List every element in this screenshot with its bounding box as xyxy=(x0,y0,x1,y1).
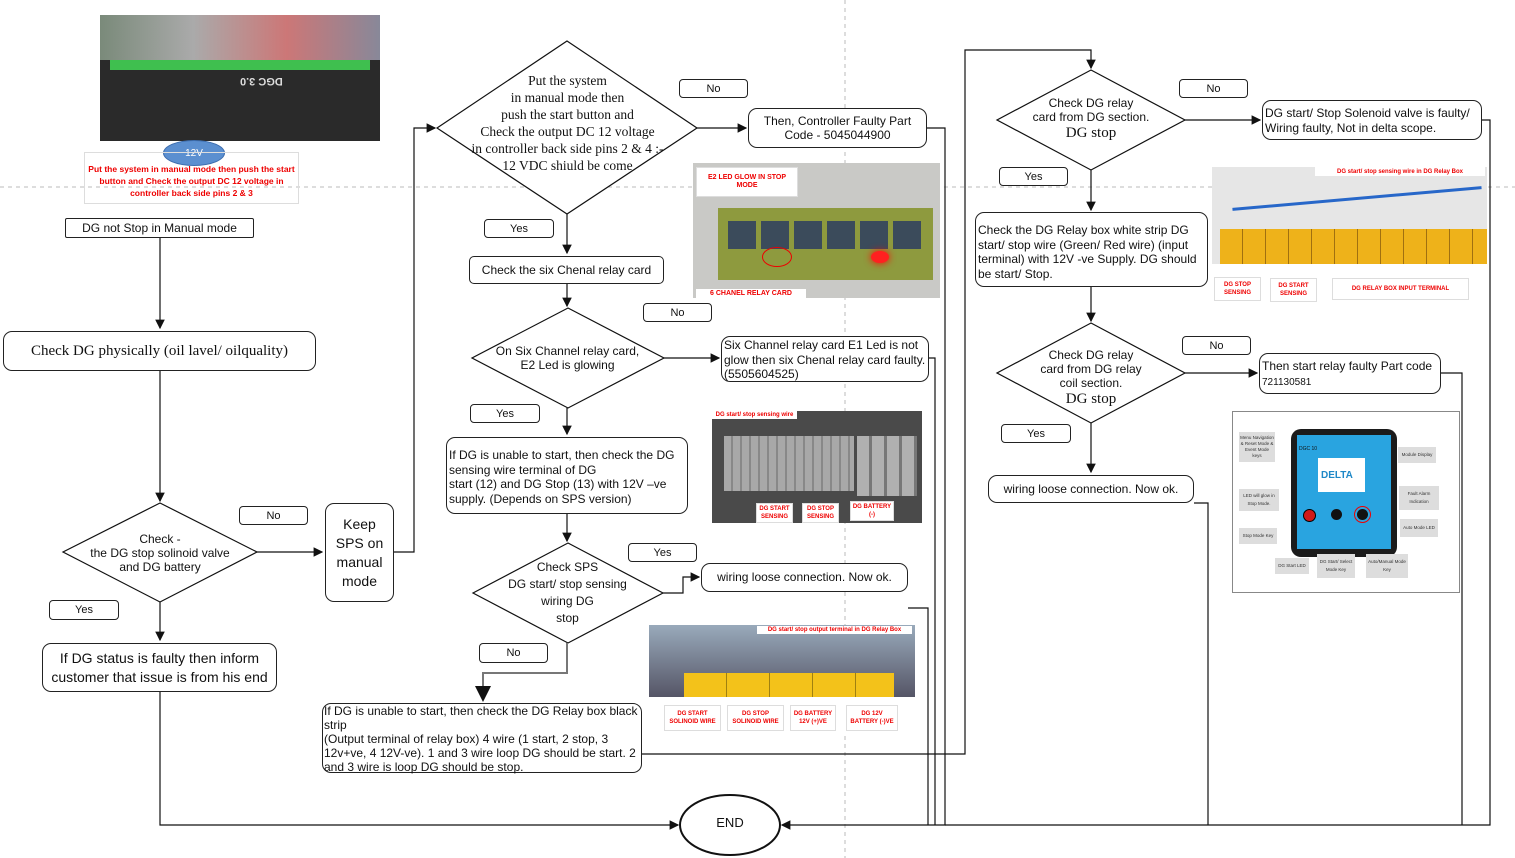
keep-sps-box: Keep SPS on manual mode xyxy=(325,503,394,602)
output-terminal-title: DG start/ stop output terminal in DG Rel… xyxy=(757,626,912,634)
start-sensing-tag: DG START SENSING xyxy=(1270,278,1317,302)
callout: Auto/Manual Mode Key xyxy=(1366,554,1408,578)
diamond-coil-text: Check DG relay card from DG relay coil s… xyxy=(1030,343,1152,413)
yes-label: Yes xyxy=(470,404,540,423)
diamond-relay-card-label: Check DG relay card from DG section. xyxy=(1032,96,1150,124)
controller-faulty-box: Then, Controller Faulty Part Code - 5045… xyxy=(748,108,927,148)
stop-sensing-tag: DG STOP SENSING xyxy=(802,503,839,523)
callout: Auto Mode LED xyxy=(1400,519,1438,537)
no-label: No xyxy=(643,303,712,322)
no-label: No xyxy=(239,506,308,525)
stop-solenoid-tag: DG STOP SOLINOID WIRE xyxy=(727,705,784,731)
battery-neg-tag: DG 12V BATTERY (-)VE xyxy=(846,705,898,731)
start-sensing-tag: DG START SENSING xyxy=(756,503,793,523)
diamond-manual-text: Put the system in manual mode then push … xyxy=(471,72,664,173)
six-channel-faulty-box: Six Channel relay card E1 Led is not glo… xyxy=(721,336,929,382)
diamond-check-text: Check - the DG stop solinoid valve and D… xyxy=(90,531,230,574)
relay-box-title: DG start/ stop sensing wire in DG Relay … xyxy=(1315,167,1485,176)
yes-label: Yes xyxy=(484,219,554,238)
stop-sensing-tag: DG STOP SENSING xyxy=(1214,277,1261,301)
wiring-loose-box: wiring loose connection. Now ok. xyxy=(701,563,908,592)
faulty-inform-box: If DG status is faulty then inform custo… xyxy=(42,643,277,692)
diamond-relay-card-sub: DG stop xyxy=(1065,125,1117,141)
end-label: END xyxy=(716,815,744,830)
diamond-e2-text: On Six Channel relay card, E2 Led is glo… xyxy=(495,343,640,372)
controller-photo: DGC 3.0 xyxy=(100,15,380,141)
yes-label: Yes xyxy=(999,167,1068,186)
check-six-channel-box: Check the six Chenal relay card xyxy=(469,256,664,284)
sensing-wire-title: DG start/ stop sensing wire xyxy=(712,411,797,419)
yes-label: Yes xyxy=(49,600,119,620)
sensing-check-box: If DG is unable to start, then check the… xyxy=(446,437,688,514)
yes-label: Yes xyxy=(1001,424,1071,443)
callout: DG Start LED xyxy=(1275,558,1309,574)
no-label: No xyxy=(679,79,748,98)
battery-pos-tag: DG BATTERY 12V (+)VE xyxy=(790,705,836,731)
controller-panel-photo: DGC 10 DELTA Menu Navigation & Reset Mod… xyxy=(1232,411,1460,593)
output-terminal-photo: DG start/ stop output terminal in DG Rel… xyxy=(649,625,915,733)
white-strip-box: Check the DG Relay box white strip DG st… xyxy=(975,212,1208,287)
callout: Fault Alarm Indication xyxy=(1399,486,1439,510)
no-label: No xyxy=(479,643,548,663)
voltage-badge: 12V xyxy=(163,140,225,166)
yes-label: Yes xyxy=(628,543,697,562)
start-relay-faulty-box: Then start relay faulty Part code 721130… xyxy=(1259,353,1441,394)
check-physical-box: Check DG physically (oil lavel/ oilquali… xyxy=(3,331,316,371)
diamond-e2-led xyxy=(470,307,666,409)
wiring-loose-box: wiring loose connection. Now ok. xyxy=(988,475,1194,503)
diamond-relay-card-text: Check DG relay card from DG section. DG … xyxy=(1025,92,1157,147)
no-label: No xyxy=(1182,336,1251,355)
battery-neg-tag: DG BATTERY (-) xyxy=(850,501,894,521)
relay-card-photo: E2 LED GLOW IN STOP MODE 6 CHANEL RELAY … xyxy=(693,163,940,298)
callout: Stop Mode Key xyxy=(1239,528,1277,544)
input-terminal-tag: DG RELAY BOX INPUT TERMINAL xyxy=(1332,278,1469,300)
relay-card-caption: 6 CHANEL RELAY CARD xyxy=(696,289,806,298)
delta-logo: DELTA xyxy=(1321,470,1353,481)
solenoid-faulty-box: DG start/ Stop Solenoid valve is faulty/… xyxy=(1262,100,1482,140)
end-terminator xyxy=(679,794,781,856)
panel-model: DGC 10 xyxy=(1299,446,1318,452)
board-label: DGC 3.0 xyxy=(240,75,283,87)
relay-black-strip-box: If DG is unable to start, then check the… xyxy=(322,703,642,774)
e2-led-tag: E2 LED GLOW IN STOP MODE xyxy=(696,167,798,197)
diamond-coil-sub: DG stop xyxy=(1065,390,1117,407)
callout: Module Display xyxy=(1398,447,1436,463)
callout: Menu Navigation & Reset Mode & Event Mod… xyxy=(1239,432,1275,462)
no-label: No xyxy=(1179,79,1248,98)
diamond-coil-label: Check DG relay card from DG relay coil s… xyxy=(1040,347,1142,390)
start-box: DG not Stop in Manual mode xyxy=(65,218,254,238)
sensing-wire-photo: DG start/ stop sensing wire DG START SEN… xyxy=(712,411,922,523)
controller-caption: Put the system in manual mode then push … xyxy=(84,152,299,204)
callout: DG Start/ Select Mode Key xyxy=(1317,554,1355,578)
diamond-sps-text: Check SPS DG start/ stop sensing wiring … xyxy=(508,560,627,625)
callout: LED will glow in Stop Mode. xyxy=(1239,489,1279,511)
start-relay-faulty-text: Then start relay faulty Part code xyxy=(1262,359,1433,373)
start-solenoid-tag: DG START SOLINOID WIRE xyxy=(664,705,721,731)
relay-box-photo: DG start/ stop sensing wire in DG Relay … xyxy=(1212,167,1487,302)
start-relay-code: 721130581 xyxy=(1262,376,1312,388)
